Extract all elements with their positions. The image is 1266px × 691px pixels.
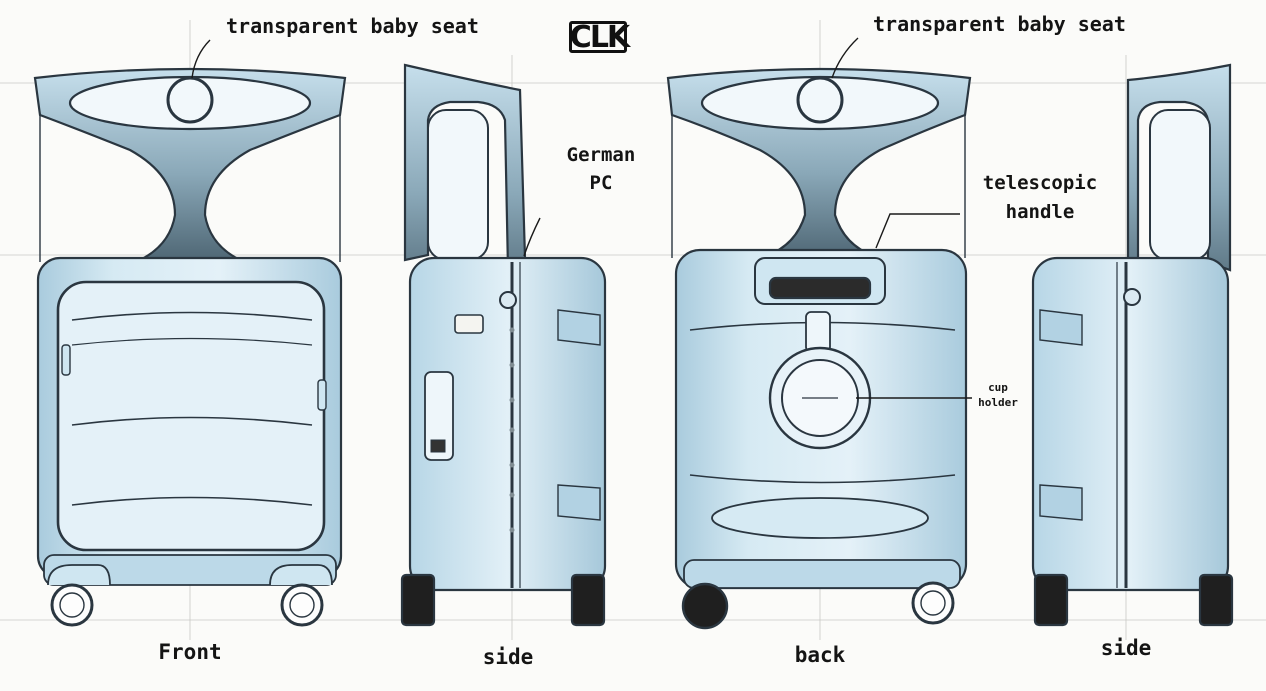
back-seat-ring [796,76,844,124]
front-zip-panel [56,280,326,552]
caption-back: back [794,643,846,667]
side-shell [408,256,607,592]
caption-front: Front [158,640,222,664]
back-latch [805,311,831,353]
back-left-wheel [681,582,729,630]
callout-telescopic-handle-line2: handle [1005,201,1075,223]
callout-transparent-baby-seat-left: transparent baby seat [226,14,479,38]
callout-leaders [191,37,972,399]
callout-transparent-baby-seat-right: transparent baby seat [873,12,1126,36]
side-view-left [400,63,607,627]
brand-logo: CLK [569,20,630,55]
callout-cup-holder-line1: cup [988,381,1008,394]
side-view-right [1031,63,1234,627]
callout-telescopic-handle-line1: telescopic [982,172,1098,194]
front-left-wheel [50,583,94,627]
caption-side-right: side [1100,636,1152,660]
front-view [33,67,347,627]
front-right-wheel [280,583,324,627]
side-right-shell [1031,256,1230,592]
front-seat-ring [166,76,214,124]
caption-side-left: side [482,645,534,669]
callout-german-pc-line2: PC [589,172,613,194]
callout-cup-holder-line2: holder [978,396,1018,409]
back-view [666,67,972,630]
callout-german-pc-line1: German [566,144,636,166]
back-right-wheel [911,581,955,625]
side-lock-panel [424,371,454,461]
